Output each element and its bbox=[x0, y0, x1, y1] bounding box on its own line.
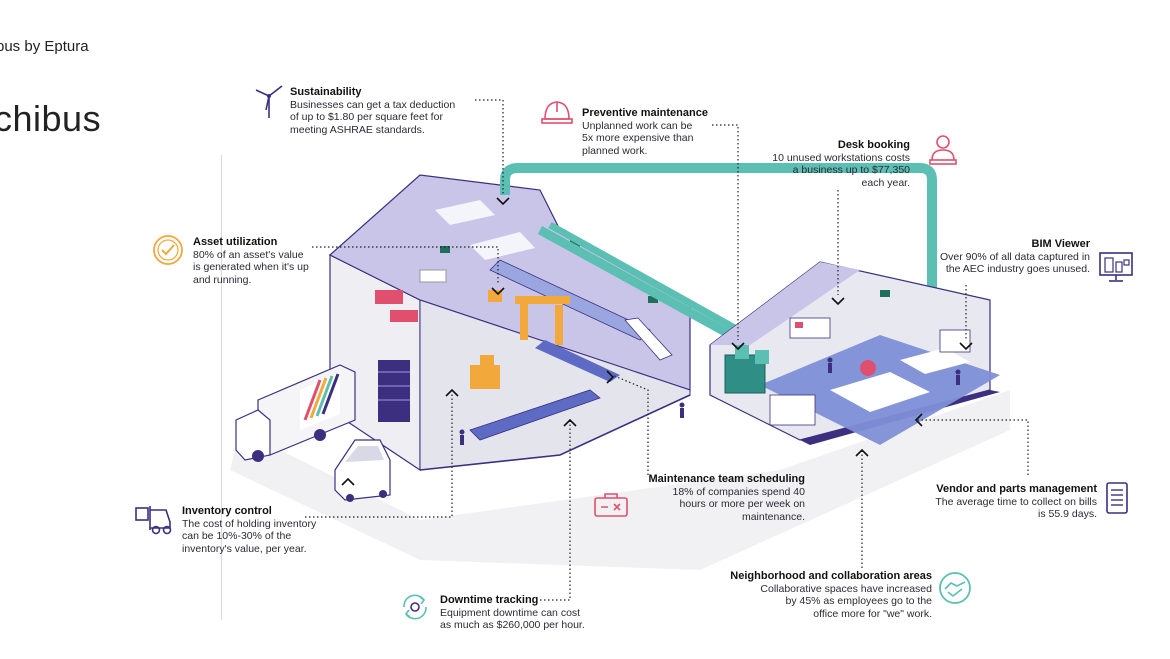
page-title: chibus bbox=[0, 98, 102, 139]
callout-bim-text: Over 90% of all data captured in the AEC… bbox=[939, 250, 1090, 276]
building-monitor-icon bbox=[1099, 252, 1133, 282]
callout-leaders bbox=[305, 99, 1029, 601]
callout-vendor: Vendor and parts management The average … bbox=[905, 483, 1097, 521]
toolbox-icon bbox=[594, 493, 628, 517]
teal-duct bbox=[500, 163, 937, 305]
callout-sustainability-text: Businesses can get a tax deduction of up… bbox=[290, 98, 456, 136]
callout-arrowheads bbox=[341, 197, 973, 486]
callout-vendor-heading: Vendor and parts management bbox=[936, 483, 1097, 495]
callout-team: Maintenance team scheduling 18% of compa… bbox=[630, 473, 805, 523]
worker-figures bbox=[459, 357, 961, 445]
divider-line bbox=[221, 155, 222, 620]
callout-downtime: Downtime tracking Equipment downtime can… bbox=[440, 594, 615, 632]
callout-team-heading: Maintenance team scheduling bbox=[648, 473, 805, 485]
callout-desk-text: 10 unused workstations costs a business … bbox=[772, 151, 910, 189]
callout-preventive-heading: Preventive maintenance bbox=[582, 107, 708, 119]
callout-vendor-text: The average time to collect on bills is … bbox=[935, 495, 1097, 521]
callout-bim: BIM Viewer Over 90% of all data captured… bbox=[910, 238, 1090, 276]
callout-neighborhood-text: Collaborative spaces have increased by 4… bbox=[760, 582, 932, 620]
delivery-truck bbox=[235, 364, 356, 462]
callout-neighborhood-heading: Neighborhood and collaboration areas bbox=[730, 570, 932, 582]
delivery-van bbox=[334, 439, 391, 502]
callout-inventory-text: The cost of holding inventory can be 10%… bbox=[182, 517, 317, 555]
handshake-icon bbox=[939, 572, 971, 604]
callout-sustainability: Sustainability Businesses can get a tax … bbox=[290, 86, 480, 136]
callout-neighborhood: Neighborhood and collaboration areas Col… bbox=[712, 570, 932, 620]
callout-inventory: Inventory control The cost of holding in… bbox=[182, 505, 332, 555]
callout-downtime-heading: Downtime tracking bbox=[440, 594, 539, 606]
invoice-icon bbox=[1106, 482, 1128, 514]
hard-hat-icon bbox=[541, 101, 573, 124]
callout-team-text: 18% of companies spend 40 hours or more … bbox=[672, 485, 805, 523]
check-badge-icon bbox=[153, 235, 183, 265]
office-building bbox=[709, 261, 1000, 445]
callout-asset: Asset utilization 80% of an asset's valu… bbox=[193, 236, 328, 286]
callout-desk-heading: Desk booking bbox=[837, 139, 910, 151]
callout-sustainability-heading: Sustainability bbox=[290, 86, 362, 98]
desk-user-icon bbox=[929, 135, 957, 165]
brand-name: bus by Eptura bbox=[0, 38, 89, 55]
wind-turbine-icon bbox=[255, 85, 283, 118]
ground-plane bbox=[230, 390, 1010, 570]
callout-downtime-text: Equipment downtime can cost as much as $… bbox=[440, 606, 585, 632]
callout-preventive-text: Unplanned work can be 5x more expensive … bbox=[582, 119, 694, 157]
forklift-icon bbox=[135, 506, 172, 535]
callout-desk: Desk booking 10 unused workstations cost… bbox=[740, 139, 910, 189]
callout-bim-heading: BIM Viewer bbox=[1031, 238, 1091, 250]
callout-asset-text: 80% of an asset's value is generated whe… bbox=[193, 248, 309, 286]
warehouse-building bbox=[328, 174, 691, 472]
callout-asset-heading: Asset utilization bbox=[193, 236, 278, 248]
callout-inventory-heading: Inventory control bbox=[182, 505, 272, 517]
gear-cycle-icon bbox=[403, 594, 427, 620]
callout-preventive: Preventive maintenance Unplanned work ca… bbox=[582, 107, 722, 157]
